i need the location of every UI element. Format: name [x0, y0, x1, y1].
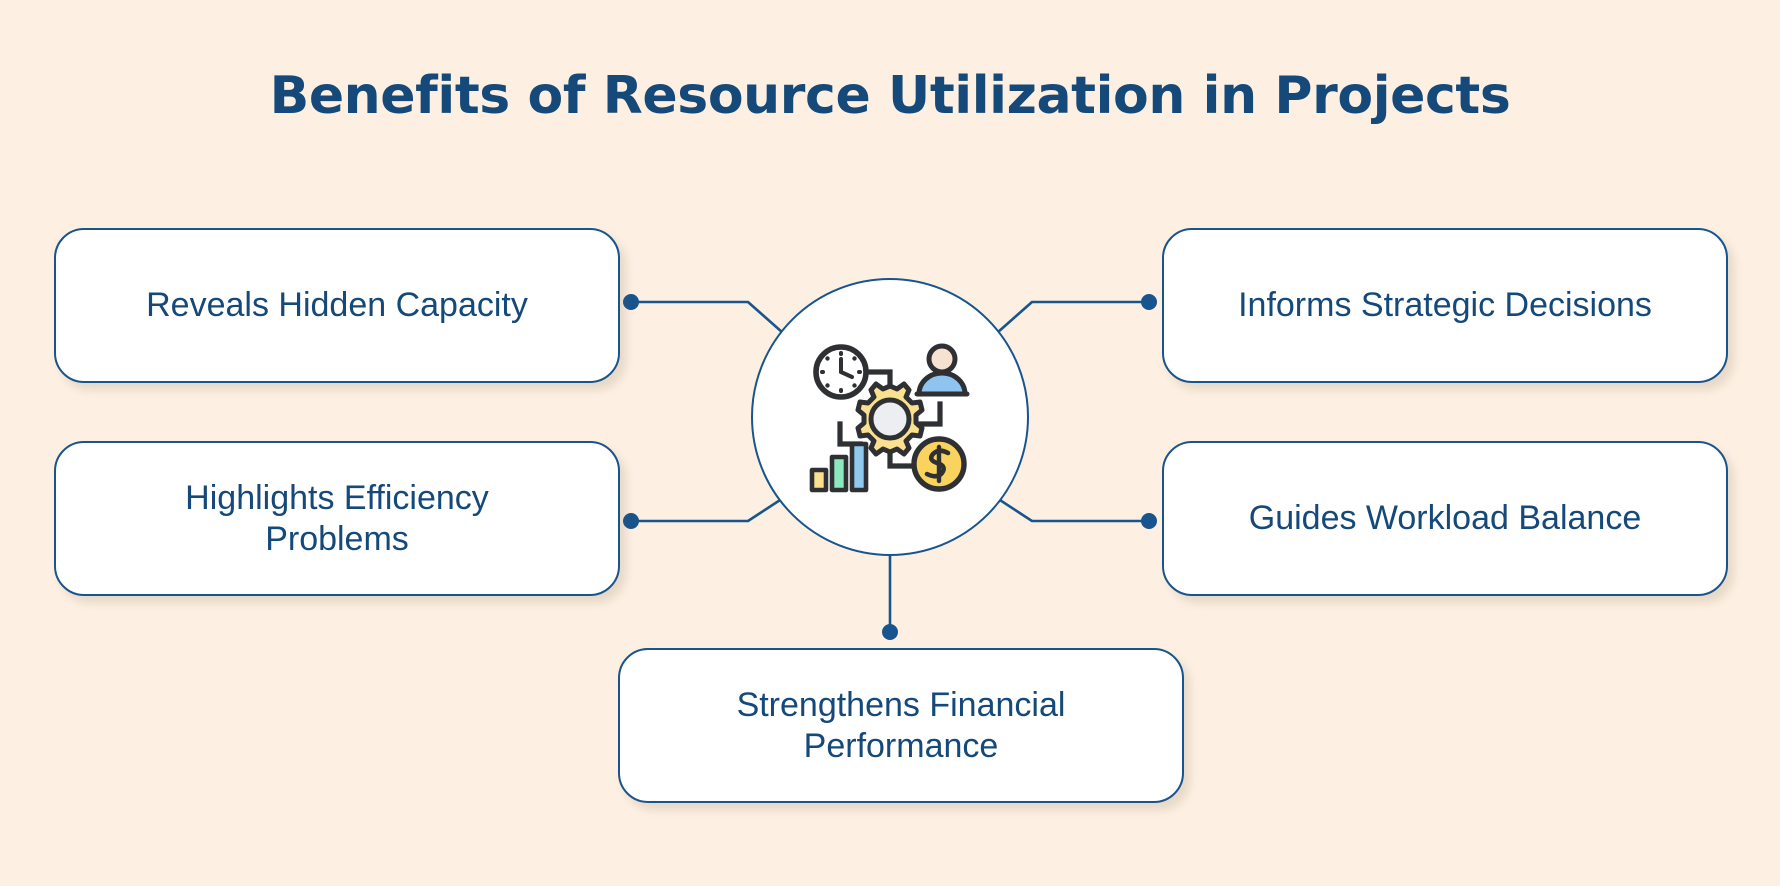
gear-icon	[855, 381, 925, 457]
dollar-coin-icon	[911, 436, 967, 492]
connector-dot-left-bottom	[623, 513, 639, 529]
card-reveals-hidden-capacity[interactable]: Reveals Hidden Capacity	[54, 228, 620, 383]
central-hub-circle	[751, 278, 1029, 556]
bar-chart-icon	[809, 441, 869, 493]
card-strengthens-financial-performance[interactable]: Strengthens Financial Performance	[618, 648, 1184, 803]
card-guides-workload-balance[interactable]: Guides Workload Balance	[1162, 441, 1728, 596]
card-strengthens-line-1: Strengthens Financial	[736, 686, 1066, 725]
resource-utilization-icon	[809, 343, 970, 493]
card-highlights-line-2: Problems	[265, 519, 409, 558]
card-informs-strategic-decisions[interactable]: Informs Strategic Decisions	[1162, 228, 1728, 383]
bracket-person-to-gear	[917, 401, 943, 427]
connector-dot-right-bottom	[1141, 513, 1157, 529]
card-highlights-line-1: Highlights Efficiency	[185, 479, 489, 518]
page-title: Benefits of Resource Utilization in Proj…	[269, 66, 1511, 126]
card-guides-line-1: Guides Workload Balance	[1248, 499, 1642, 538]
connector-dot-bottom	[882, 624, 898, 640]
card-highlights-efficiency-problems[interactable]: Highlights Efficiency Problems	[54, 441, 620, 596]
person-icon	[914, 343, 970, 397]
clock-icon	[813, 344, 869, 400]
card-reveals-line-1: Reveals Hidden Capacity	[146, 286, 528, 325]
card-strengthens-line-2: Performance	[803, 726, 999, 765]
connector-dot-right-top	[1141, 294, 1157, 310]
card-informs-line-1: Informs Strategic Decisions	[1238, 286, 1652, 325]
connector-dot-left-top	[623, 294, 639, 310]
